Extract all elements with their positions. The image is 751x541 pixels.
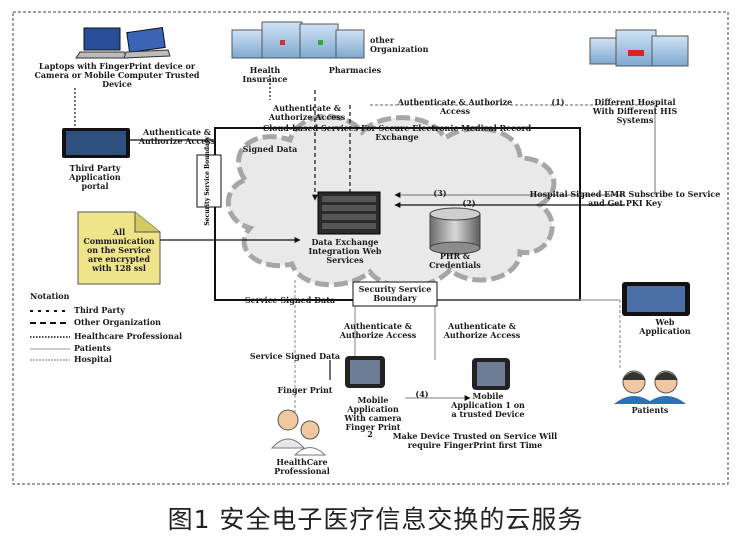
step-5-label: 2 <box>367 429 373 439</box>
third-party-portal-icon <box>62 128 130 158</box>
cloud-service-title: Cloud-based Services For Secure Electron… <box>262 123 532 142</box>
hospital-signed-label: Hospital Signed EMR Subscribe to Service… <box>529 189 721 208</box>
step-3-label: (3) <box>433 188 447 198</box>
auth-access-label-right: Authenticate & Authorize Access <box>397 97 513 116</box>
auth-access-label-left: Authenticate & Authorize Access <box>138 127 216 146</box>
make-trusted-label: Make Device Trusted on Service Will requ… <box>392 431 558 450</box>
other-organization-label: other Organization <box>370 35 429 54</box>
diagram-frame <box>12 11 729 485</box>
pharmacies-label: Pharmacies <box>328 65 382 75</box>
auth-access-label-mid-right: Authenticate & Authorize Access <box>443 321 521 340</box>
server-rack-icon <box>317 191 381 235</box>
security-side-text: Security Service Boundary <box>204 136 211 226</box>
service-signed-label-bottom: Service Signed Data <box>249 351 341 361</box>
other-organization-icon <box>231 21 365 59</box>
laptops-label: Laptops with FingerPrint device or Camer… <box>34 61 200 89</box>
legend-item-hospital: Hospital <box>74 354 112 364</box>
auth-access-label-top: Authenticate & Authorize Access <box>268 103 346 122</box>
security-side-box <box>196 154 222 208</box>
patients-label: Patients <box>631 405 669 415</box>
legend-title: Notation <box>30 291 70 301</box>
legend-item-other-organization: Other Organization <box>74 317 161 327</box>
web-application-label: Web Application <box>639 317 691 336</box>
step-1-label: (1) <box>551 97 565 107</box>
legend-item-patients: Patients <box>74 343 111 353</box>
patients-icon <box>614 370 686 404</box>
connectors <box>74 75 656 420</box>
hospital-building-icon <box>589 29 689 67</box>
legend-item-third-party: Third Party <box>74 305 125 315</box>
healthcare-professional-icon <box>270 409 327 456</box>
step-4-label: (4) <box>415 389 429 399</box>
service-signed-label-top: Service Signed Data <box>244 295 336 305</box>
encryption-note-icon <box>77 211 161 285</box>
database-icon <box>429 207 481 255</box>
legend <box>30 310 70 361</box>
third-party-portal-label: Third Party Application portal <box>69 163 121 191</box>
figure-caption: 图1 安全电子医疗信息交换的云服务 <box>167 505 584 534</box>
security-boundary-box <box>352 281 438 307</box>
mobile-phone-trusted-icon <box>472 358 510 390</box>
web-application-icon <box>622 282 690 316</box>
security-boundary-label: Security Service Boundary <box>358 284 432 303</box>
finger-print-label: Finger Print <box>277 385 333 395</box>
mobile-trusted-label: Mobile Application 1 on a trusted Device <box>451 391 525 419</box>
mobile-camera-label: Mobile Application With camera Finger Pr… <box>344 395 402 432</box>
step-2-label: (2) <box>462 198 476 208</box>
mobile-phone-camera-icon <box>345 356 385 388</box>
hospital-label: Different Hospital With Different HIS Sy… <box>592 97 678 125</box>
health-insurance-label: Health Insurance <box>242 65 288 84</box>
auth-access-label-mid-left: Authenticate & Authorize Access <box>339 321 417 340</box>
healthcare-professional-label: HealthCare Professional <box>274 457 330 476</box>
phr-label: PHR & Credentials <box>429 251 481 270</box>
data-exchange-label: Data Exchange Integration Web Services <box>308 237 382 265</box>
legend-item-healthcare-professional: Healthcare Professional <box>74 331 183 341</box>
laptops-icon <box>75 27 171 59</box>
signed-data-label: Signed Data <box>242 144 298 154</box>
encryption-note-text: All Communication on the Service are enc… <box>83 227 155 273</box>
